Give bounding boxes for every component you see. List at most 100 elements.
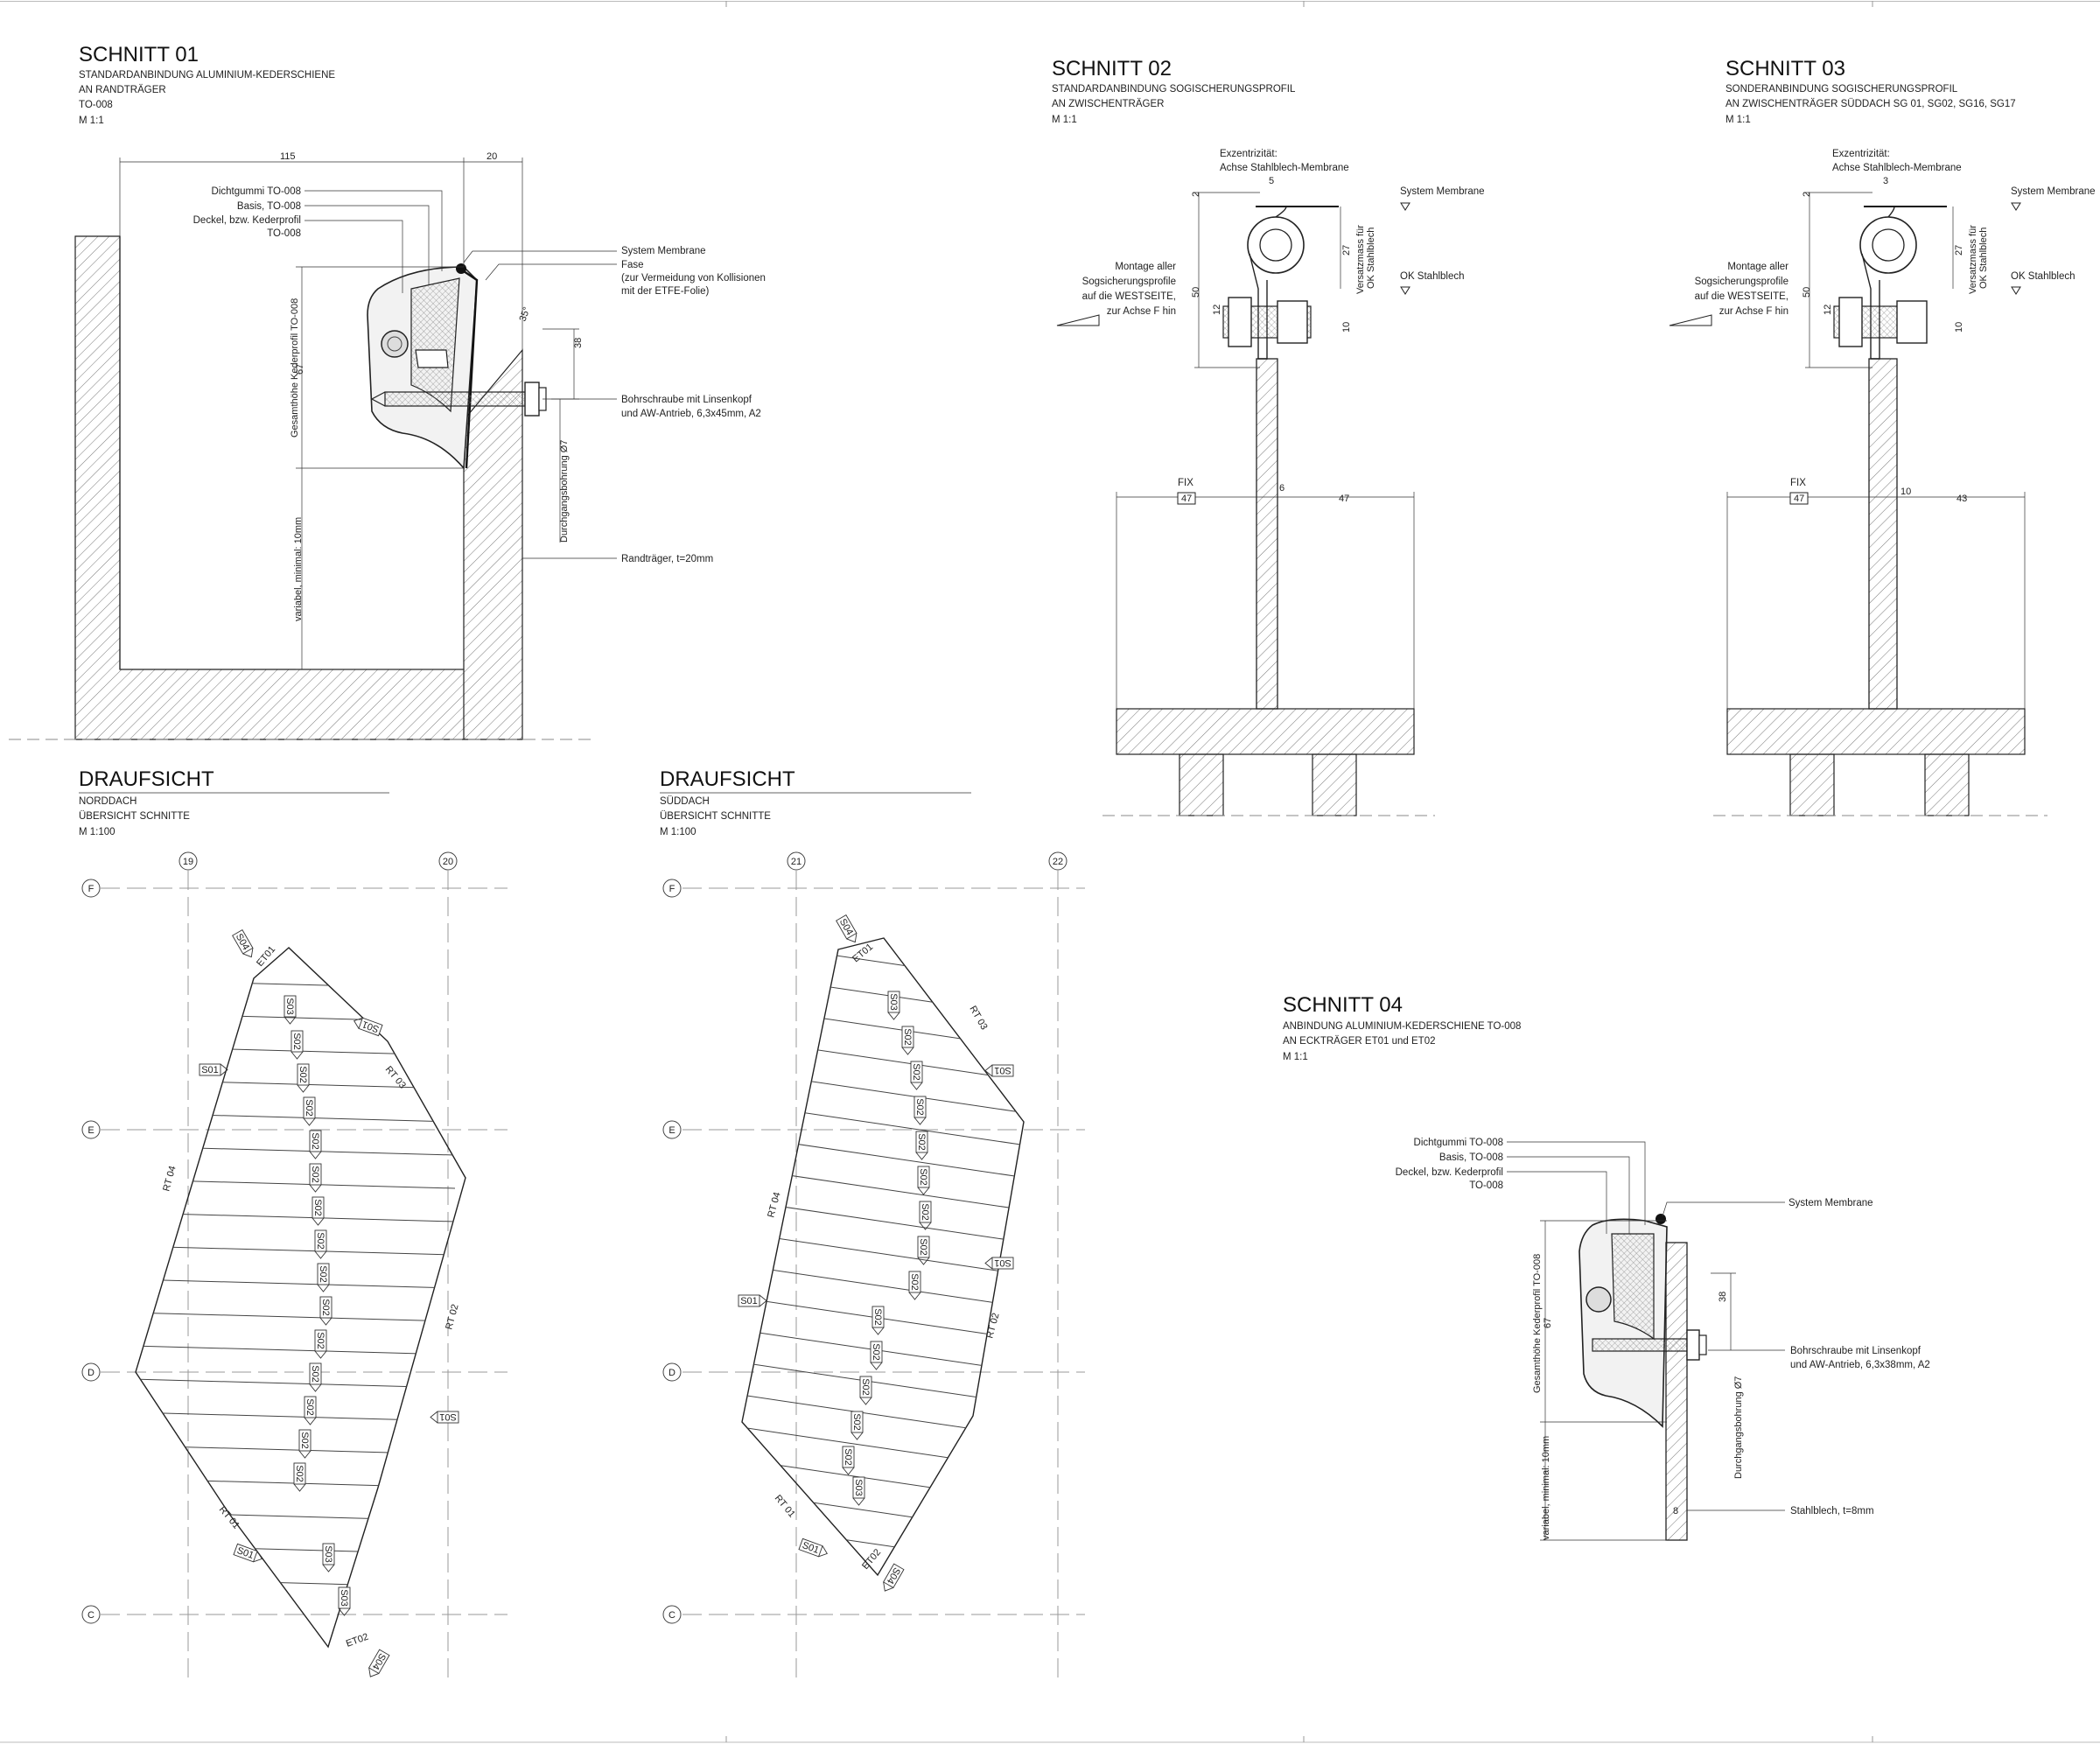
schnitt-01-scale: M 1:1 xyxy=(79,116,104,126)
svg-text:S02: S02 xyxy=(315,1332,326,1349)
zwischentraeger-02 xyxy=(1116,708,1415,755)
schnitt-01-dim-67: Gesamthöhe Kederprofil TO-008 xyxy=(290,298,300,438)
schnitt-02-d47a: 47 xyxy=(1181,494,1192,504)
schnitt-03-vers2: OK Stahlblech xyxy=(1978,228,1989,289)
svg-text:F: F xyxy=(88,884,94,894)
draufsicht-nord-line1: NORDDACH xyxy=(79,796,136,807)
svg-text:S01: S01 xyxy=(740,1296,758,1306)
schnitt-04-label-bohrung: Durchgangsbohrung Ø7 xyxy=(1733,1376,1744,1479)
schnitt-03-mont4: zur Achse F hin xyxy=(1719,306,1788,317)
svg-text:S02: S02 xyxy=(312,1199,323,1216)
draufsicht-sued-line2: ÜBERSICHT SCHNITTE xyxy=(660,811,771,822)
schnitt-01-label-dichtgummi: Dichtgummi TO-008 xyxy=(212,186,301,197)
schnitt-02-d6: 6 xyxy=(1279,483,1284,494)
schnitt-03-ex2: Achse Stahlblech-Membrane xyxy=(1832,163,1962,173)
schnitt-04-label-basis: Basis, TO-008 xyxy=(1439,1152,1503,1163)
svg-text:D: D xyxy=(668,1368,676,1378)
schnitt-01-dim-gap: 20 xyxy=(486,151,497,162)
schnitt-02-vers1: Versatzmass für xyxy=(1355,225,1366,294)
sued-tag-row-10: S02 xyxy=(872,1306,885,1335)
schnitt-04-dim-8: 8 xyxy=(1673,1506,1678,1516)
svg-text:S02: S02 xyxy=(911,1063,921,1081)
sued-tag-row-9: S02 xyxy=(908,1271,921,1300)
draufsicht-sueddach: DRAUFSICHT SÜDDACH ÜBERSICHT SCHNITTE M … xyxy=(660,767,1085,1680)
grid-axis-21: 21 xyxy=(787,851,806,871)
sued-tag-row-11: S02 xyxy=(870,1341,883,1370)
schnitt-03-d43: 43 xyxy=(1956,494,1967,504)
grid-axis-19: 19 xyxy=(178,851,198,871)
schnitt-02-d50: 50 xyxy=(1191,287,1201,298)
grid-axis-D-sued: D xyxy=(662,1362,682,1382)
schnitt-04-label-dichtgummi: Dichtgummi TO-008 xyxy=(1414,1138,1503,1148)
schnitt-04-label-membrane: System Membrane xyxy=(1788,1198,1873,1208)
schnitt-01-bohrung: Durchgangsbohrung Ø7 xyxy=(559,440,570,543)
schnitt-02-d2: 2 xyxy=(1191,192,1201,197)
sued-tag-s01-top: S01 xyxy=(984,1064,1014,1077)
nord-rt01: RT 01 xyxy=(217,1504,242,1530)
schnitt-03-ok: OK Stahlblech xyxy=(2011,271,2076,282)
schnitt-02-mont2: Sogsicherungsprofile xyxy=(1082,277,1176,287)
svg-text:S02: S02 xyxy=(310,1132,320,1150)
schnitt-02-vers2: OK Stahlblech xyxy=(1366,228,1376,289)
zwischentraeger-03 xyxy=(1726,708,2026,755)
schnitt-02-mont1: Montage aller xyxy=(1115,262,1176,272)
schnitt-01-label-basis: Basis, TO-008 xyxy=(237,201,301,212)
svg-text:D: D xyxy=(88,1368,94,1378)
nord-tag-s01-left: S01 xyxy=(199,1063,228,1076)
schnitt-03-d27: 27 xyxy=(1954,245,1964,256)
schnitt-03-mont2: Sogsicherungsprofile xyxy=(1695,277,1788,287)
schnitt-04-line2: AN ECKTRÄGER ET01 und ET02 xyxy=(1283,1036,1435,1047)
schnitt-03-d3: 3 xyxy=(1883,176,1888,186)
svg-text:S01: S01 xyxy=(439,1411,457,1422)
svg-text:S03: S03 xyxy=(339,1589,349,1607)
schnitt-01-label-fase3: mit der ETFE-Folie) xyxy=(621,286,709,297)
schnitt-03-mont3: auf die WESTSEITE, xyxy=(1695,291,1788,302)
svg-text:S02: S02 xyxy=(315,1232,326,1250)
svg-text:S02: S02 xyxy=(298,1066,308,1083)
schnitt-02-ex1: Exzentrizität: xyxy=(1220,149,1278,159)
schnitt-03-fix: FIX xyxy=(1790,478,1806,488)
grid-axis-C: C xyxy=(81,1605,101,1624)
sued-tag-row-8: S02 xyxy=(917,1236,930,1265)
schnitt-01-dim-width: 115 xyxy=(280,151,296,162)
schnitt-04-title: SCHNITT 04 xyxy=(1283,993,1403,1017)
nord-tag-s01-top: S01 xyxy=(354,1017,383,1037)
sued-tag-row-14: S02 xyxy=(842,1446,855,1475)
schnitt-03-membrane: System Membrane xyxy=(2011,186,2096,197)
svg-text:S02: S02 xyxy=(918,1168,928,1186)
schnitt-02-d47b: 47 xyxy=(1339,494,1349,504)
svg-text:S02: S02 xyxy=(851,1413,862,1431)
nord-tag-s03-b2: S03 xyxy=(338,1586,351,1616)
schnitt-03-d10: 10 xyxy=(1954,322,1964,333)
sued-rt02: RT 02 xyxy=(984,1312,1001,1340)
nord-tag-s02-3: S02 xyxy=(303,1096,316,1126)
nord-tag-s02-7: S02 xyxy=(314,1229,327,1259)
svg-text:C: C xyxy=(668,1610,676,1621)
schnitt-03-scale: M 1:1 xyxy=(1726,115,1751,125)
svg-text:S03: S03 xyxy=(323,1545,333,1563)
sued-rt04: RT 04 xyxy=(766,1191,782,1219)
schnitt-03-d2: 2 xyxy=(1802,192,1812,197)
grid-axis-D: D xyxy=(81,1362,101,1382)
svg-text:S01: S01 xyxy=(994,1257,1012,1268)
svg-text:S02: S02 xyxy=(299,1432,310,1449)
schnitt-03-d50: 50 xyxy=(1802,287,1812,298)
schnitt-04-dim-67-val: 67 xyxy=(1543,1318,1553,1328)
sued-tag-row-2: S02 xyxy=(901,1026,914,1055)
sued-rt03: RT 03 xyxy=(967,1005,989,1033)
svg-text:S03: S03 xyxy=(284,998,295,1015)
nord-et02: ET02 xyxy=(345,1632,370,1649)
nord-tag-s02-8: S02 xyxy=(317,1263,330,1292)
svg-text:S01: S01 xyxy=(201,1065,219,1075)
nord-tag-s02-1: S02 xyxy=(290,1030,304,1060)
sued-tag-s04-bottom: S04 xyxy=(883,1563,905,1592)
nord-tag-s02-13: S02 xyxy=(298,1429,312,1459)
svg-text:21: 21 xyxy=(791,857,802,867)
svg-text:S02: S02 xyxy=(860,1378,871,1396)
nord-rt02: RT 02 xyxy=(444,1303,460,1331)
svg-text:C: C xyxy=(88,1610,94,1621)
svg-text:S02: S02 xyxy=(902,1028,913,1046)
grid-axis-E: E xyxy=(81,1120,101,1139)
schnitt-02-fix: FIX xyxy=(1178,478,1194,488)
